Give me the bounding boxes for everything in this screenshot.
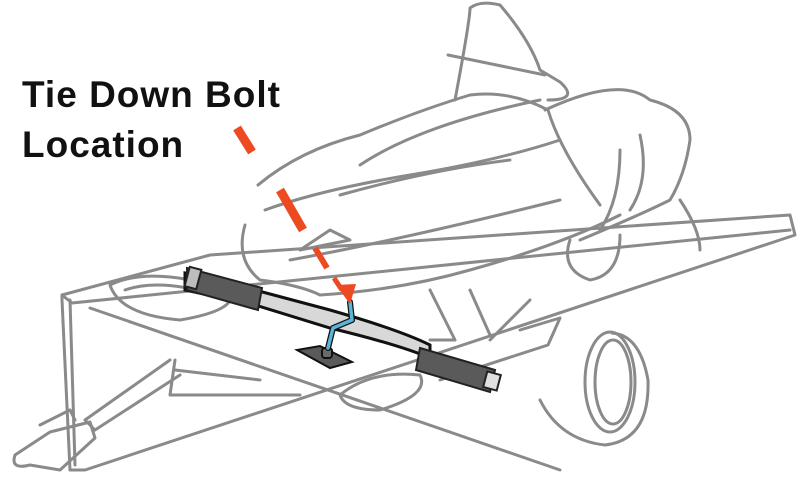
- mounting-plate: [294, 344, 355, 370]
- trailer-deck: [60, 213, 797, 472]
- dashed-arrow: [233, 125, 356, 304]
- hold-down-bar: [183, 265, 503, 394]
- callout-line-2: Location: [22, 124, 185, 165]
- trailer-tongue: [12, 358, 302, 472]
- tie-down-bolt: [325, 299, 355, 351]
- callout-line-1: Tie Down Bolt: [22, 74, 281, 115]
- trailer-wheel: [538, 330, 650, 447]
- callout-label: Tie Down Bolt Location: [22, 70, 281, 170]
- snowmobile: [108, 1, 702, 412]
